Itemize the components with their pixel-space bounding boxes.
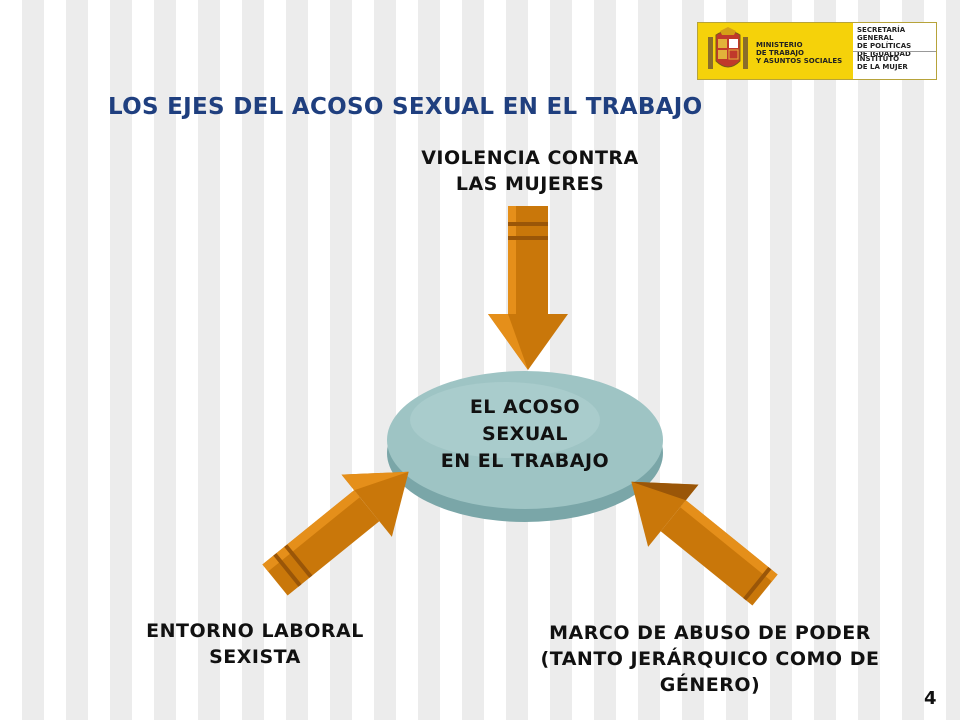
page-number: 4 xyxy=(924,688,937,709)
bottom-right-arrow xyxy=(631,481,778,606)
bottom-left-arrow xyxy=(262,471,409,596)
bottom-right-label: MARCO DE ABUSO DE PODER (TANTO JERÁRQUIC… xyxy=(540,622,880,696)
top-label: VIOLENCIA CONTRA LAS MUJERES xyxy=(421,147,639,195)
ministry-name: MINISTERIO DE TRABAJO Y ASUNTOS SOCIALES xyxy=(756,41,843,65)
coat-of-arms-icon xyxy=(708,27,748,69)
institute-name: INSTITUTO DE LA MUJER xyxy=(857,55,908,71)
bottom-left-label: ENTORNO LABORAL SEXISTA xyxy=(146,620,364,668)
secretariat-name: SECRETARÍA GENERAL DE POLÍTICAS DE IGUAL… xyxy=(857,26,912,58)
ministry-logo: MINISTERIO DE TRABAJO Y ASUNTOS SOCIALES… xyxy=(697,22,937,80)
center-label: EL ACOSO SEXUAL EN EL TRABAJO xyxy=(440,396,610,472)
logo-divider xyxy=(853,51,936,52)
center-ellipse xyxy=(387,371,663,522)
logo-right-panel: SECRETARÍA GENERAL DE POLÍTICAS DE IGUAL… xyxy=(853,23,936,79)
page-title: LOS EJES DEL ACOSO SEXUAL EN EL TRABAJO xyxy=(108,94,703,120)
top-arrow xyxy=(488,206,568,370)
